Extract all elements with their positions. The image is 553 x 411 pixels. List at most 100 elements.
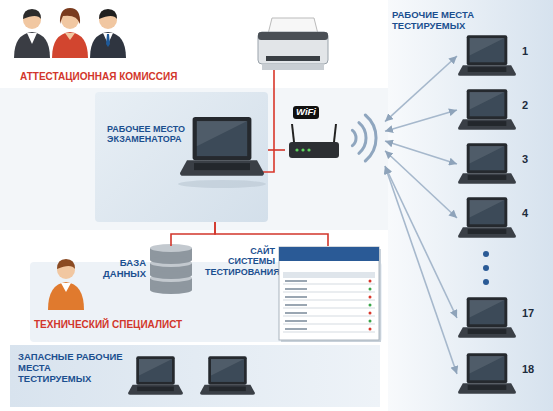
workstation-node: 2 [458,88,550,132]
router-light [295,148,298,151]
table-row [283,308,375,309]
screenshot-shadow [281,249,381,342]
person-shirt [27,33,37,44]
callout-number: 17 [522,307,548,320]
group-label: АТТЕСТАЦИОННАЯ КОМИССИЯ [20,71,185,83]
db-disk [150,263,192,275]
background-panel [0,88,388,230]
person-head [61,11,79,29]
router-light [301,148,304,151]
wireless-link [385,110,457,131]
table-cell [285,304,307,306]
db-disk [150,278,192,290]
router-body [289,142,339,158]
wifi-wave [359,123,366,154]
site-header: on-line тестирование [282,249,378,256]
db-disk [150,248,192,260]
tester-laptop [458,353,516,394]
status-mark [369,296,372,299]
callout-number: 18 [522,363,548,376]
printer-body [258,32,328,64]
cable-connector [268,149,285,151]
person-icon [14,9,50,58]
cable-connector [171,222,215,246]
wifi-waves [352,115,376,161]
person-body [90,32,126,58]
printer-paper [268,18,318,34]
person-hair [60,8,80,24]
tester-laptop [458,197,516,238]
table-row [283,300,375,301]
router-light [307,148,310,151]
ellipsis-dot [483,251,489,257]
laptop-shadow [178,180,266,188]
database-icon [150,244,192,294]
wireless-link [385,141,457,164]
status-mark [369,304,372,307]
table-row [283,284,375,285]
workstation-node: 1 [458,34,550,78]
db-disk [150,244,192,252]
callout-number: 1 [522,45,548,58]
wifi-wave [352,130,356,145]
table-cells [285,280,307,330]
table-cell [285,288,307,290]
commission-group: АТТЕСТАЦИОННАЯ КОМИССИЯ [10,5,188,90]
person-tie [106,34,110,47]
screenshot-frame [279,247,379,340]
person-icon [52,8,88,58]
node-label: САЙТ СИСТЕМЫ ТЕСТИРОВАНИЯ [205,246,275,277]
db-disk [150,286,192,294]
db-disk [150,274,192,282]
spare-laptop [128,356,183,395]
status-mark [369,312,372,315]
person-body [48,282,84,310]
person-neck [65,33,75,40]
workstations-band: РАБОЧИЕ МЕСТА ТЕСТИРУЕМЫХ12341718 [388,0,553,411]
ellipsis-dot [483,279,489,285]
wireless-link [385,56,457,122]
table-row [283,324,375,325]
workstation-node: 4 [458,196,550,240]
site-subtitle: Список тестов [282,263,378,270]
person-head [23,11,41,29]
table-row [283,316,375,317]
router-icon [289,124,339,158]
examiner-laptop [180,117,264,176]
spare-laptop [200,356,255,395]
band-heading: ЗАПАСНЫЕ РАБОЧИЕ МЕСТА ТЕСТИРУЕМЫХ [18,352,123,385]
person-icon [48,259,84,310]
site-node: САЙТ СИСТЕМЫ ТЕСТИРОВАНИЯ on-line тестиро… [205,246,382,342]
spare-band: ЗАПАСНЫЕ РАБОЧИЕ МЕСТА ТЕСТИРУЕМЫХ [10,345,380,407]
printer-slot [266,56,320,61]
printer-wire [262,70,274,172]
tester-laptop [458,89,516,130]
printer-top [258,32,328,40]
status-mark [369,288,372,291]
person-hair [57,259,75,269]
status-mark [369,328,372,331]
wifi-wave [365,115,376,161]
table-cell [285,320,307,322]
wifi-logo: WiFi [293,106,319,119]
site-screenshot [279,247,381,342]
table-row [283,292,375,293]
person-shirt [61,283,71,292]
table-cell [285,312,307,314]
table-row [283,332,375,333]
printer-base [262,64,324,70]
table-rows [283,284,375,332]
person-hair [99,9,117,19]
status-mark [369,280,372,283]
person-body [52,32,88,58]
callout-number: 3 [522,153,548,166]
workstation-node: 18 [458,352,550,396]
workstation-node: 3 [458,142,550,186]
printer-icon [258,18,328,70]
person-icon [90,9,126,58]
table-cell [285,328,307,330]
